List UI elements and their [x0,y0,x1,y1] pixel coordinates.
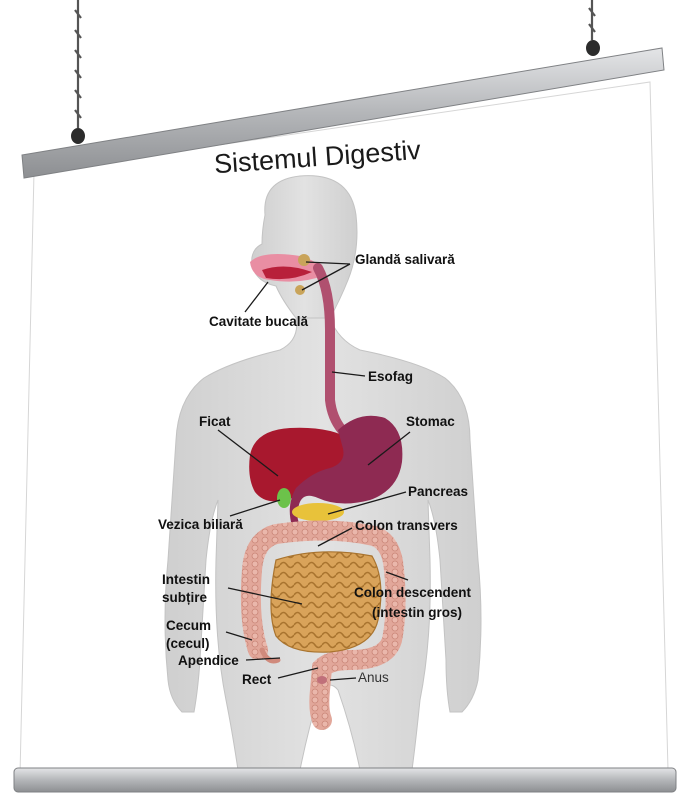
left-chain [74,0,82,128]
label-transverse-colon: Colon transvers [355,518,458,533]
label-liver: Ficat [199,414,231,429]
label-anus: Anus [358,670,389,685]
label-appendix: Apendice [178,653,239,668]
gallbladder-shape [277,488,291,508]
right-chain [588,0,596,40]
pancreas-shape [292,503,344,521]
salivary-gland-upper [298,254,310,266]
left-hook [71,128,85,144]
label-small-intestine-1: Intestin [162,572,210,587]
label-esophagus: Esofag [368,369,413,384]
organ-labels: Glandă salivară Cavitate bucală Esofag F… [158,252,472,687]
tongue-shape [262,266,312,280]
label-stomach: Stomac [406,414,455,429]
right-hook [586,40,600,56]
label-cecum-2: (cecul) [166,636,210,651]
label-cecum-1: Cecum [166,618,211,633]
appendix-shape [259,647,281,664]
top-rail [21,47,665,179]
esophagus-shape [313,263,347,435]
leader-lines [217,261,411,681]
label-pancreas: Pancreas [408,484,468,499]
label-small-intestine-2: subțire [162,590,208,605]
label-oral-cavity: Cavitate bucală [209,314,309,329]
label-rectum: Rect [242,672,272,687]
salivary-gland-lower [295,285,305,295]
label-descending-colon-2: (intestin gros) [372,605,462,620]
label-salivary-gland: Glandă salivară [355,252,455,267]
liver-shape [249,427,352,502]
anus-marker [317,676,327,684]
label-gallbladder: Vezica biliară [158,517,243,532]
small-intestine-shape [270,551,382,653]
large-intestine-shape [240,520,406,730]
label-descending-colon-1: Colon descendent [354,585,472,600]
stomach-shape [289,415,403,526]
bottom-rail [13,767,677,793]
